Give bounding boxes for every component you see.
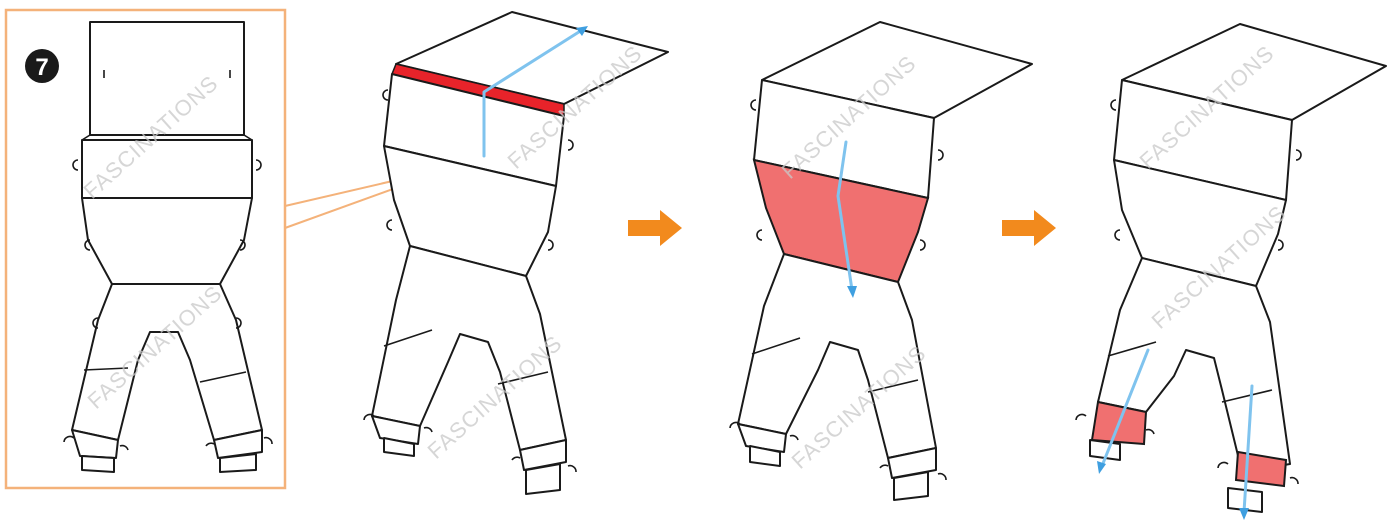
fold-step-panel-1: FASCINATIONS FASCINATIONS [363,11,669,495]
fold-direction-arrow-icon [1239,384,1254,520]
arrow-right-icon [1002,210,1056,246]
fold-direction-arrow-icon [482,26,588,158]
fold-direction-arrow-icon [1097,348,1150,474]
fold-step-panel-2: FASCINATIONS FASCINATIONS [729,21,1033,501]
overview-panel: 7 FASCINATIONS FASCINATIONS [4,8,287,490]
step-number: 7 [35,54,48,81]
flat-part-drawing [63,21,273,473]
step-badge: 7 [25,49,59,83]
fold-step-panel-3: FASCINATIONS FASCINATIONS [1075,23,1387,520]
fold-direction-arrow-icon [836,140,857,298]
arrow-right-icon [628,210,682,246]
